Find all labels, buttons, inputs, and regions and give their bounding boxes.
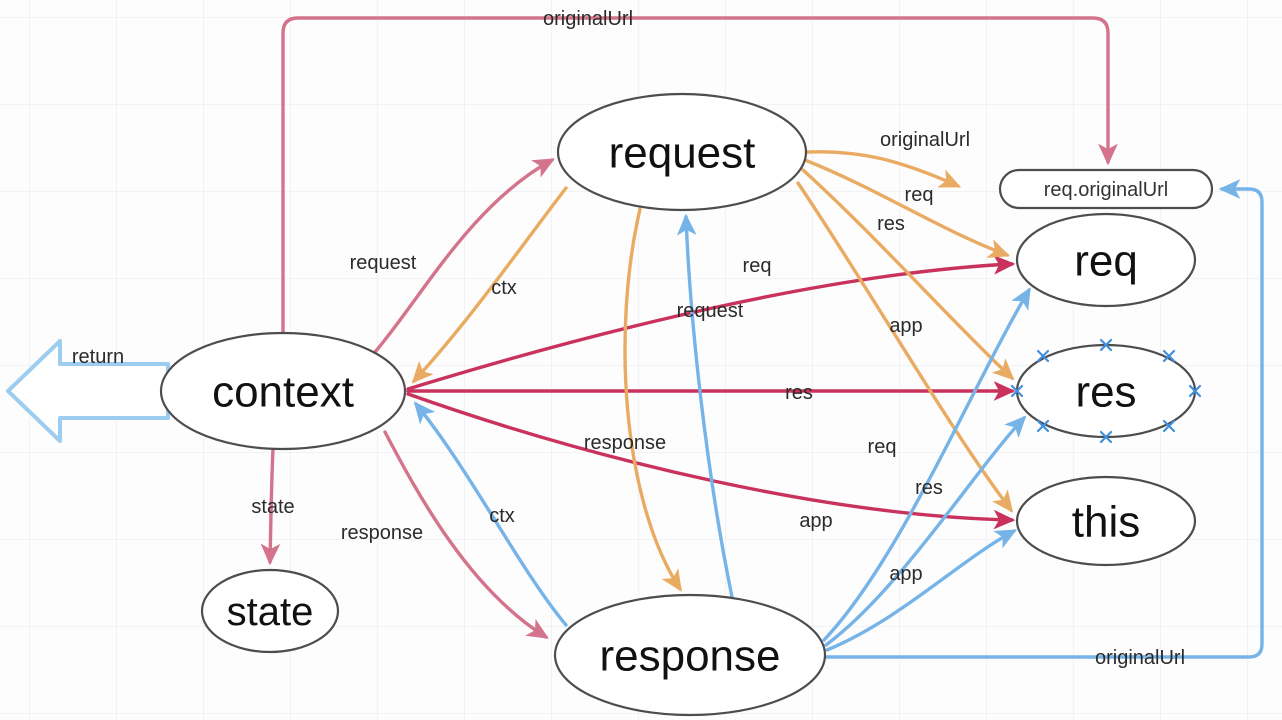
node-req-originalurl-label: req.originalUrl — [1044, 179, 1169, 201]
edge-context-req-originalurl[interactable] — [281, 16, 1118, 335]
edge-label-context-this: app — [799, 510, 832, 532]
edge-label-request-req-originalurl: originalUrl — [880, 129, 970, 151]
edge-context-response[interactable] — [383, 430, 549, 639]
node-req-originalurl-shape[interactable] — [998, 168, 1214, 210]
return-marker[interactable]: return — [6, 339, 170, 443]
selection-handle[interactable] — [1162, 349, 1176, 363]
selection-handle[interactable] — [1099, 338, 1113, 352]
edge-label-response-this: app — [889, 563, 922, 585]
edge-label-context-req: req — [743, 255, 772, 277]
node-request[interactable]: request — [556, 92, 808, 212]
edge-label-request-response: response — [584, 432, 666, 454]
edge-context-state[interactable] — [260, 447, 281, 566]
edge-label-request-res: res — [877, 213, 905, 235]
node-this-label: this — [1072, 498, 1140, 547]
selection-handle[interactable] — [1099, 430, 1113, 444]
selection-handle[interactable] — [1162, 419, 1176, 433]
edge-request-response[interactable] — [623, 207, 682, 592]
edge-label-context-response: response — [341, 522, 423, 544]
edge-label-context-res: res — [785, 382, 813, 404]
edge-response-request[interactable] — [676, 213, 734, 599]
selection-handle[interactable] — [1188, 384, 1202, 398]
edge-label-context-req-originalurl: originalUrl — [543, 8, 633, 30]
selection-handle[interactable] — [1010, 384, 1024, 398]
edge-request-this[interactable] — [796, 181, 1014, 513]
node-state-label: state — [227, 590, 314, 634]
node-state[interactable]: state — [200, 568, 340, 654]
edge-label-response-req: req — [868, 436, 897, 458]
node-state-shape[interactable] — [200, 568, 340, 654]
edge-label-response-ctx-context: ctx — [489, 505, 515, 527]
selection-handle[interactable] — [1036, 349, 1050, 363]
node-res[interactable]: res — [1010, 338, 1202, 444]
node-res-label: res — [1075, 368, 1136, 417]
node-response[interactable]: response — [553, 593, 827, 717]
node-request-label: request — [609, 129, 756, 178]
edge-response-req-originalurl[interactable] — [824, 179, 1264, 659]
selection-handle[interactable] — [1036, 419, 1050, 433]
edge-label-request-ctx-context: ctx — [491, 277, 517, 299]
edge-label-request-req: req — [905, 184, 934, 206]
edge-request-req[interactable] — [803, 158, 1011, 258]
return-label: return — [72, 346, 124, 368]
edge-layer — [260, 16, 1264, 659]
edge-request-res[interactable] — [801, 168, 1015, 381]
edge-request-ctx-context[interactable] — [411, 186, 568, 384]
return-arrow-icon[interactable] — [6, 339, 170, 443]
edge-label-context-state: state — [251, 496, 294, 518]
edge-label-layer: originalUrl request state response req r… — [251, 8, 1185, 669]
node-res-selection-handles[interactable] — [1010, 338, 1202, 444]
edge-response-req[interactable] — [822, 287, 1031, 642]
edge-response-this[interactable] — [825, 529, 1017, 652]
node-context[interactable]: context — [159, 331, 407, 451]
node-response-shape[interactable] — [553, 593, 827, 717]
node-this-shape[interactable] — [1015, 475, 1197, 567]
edge-response-res[interactable] — [824, 415, 1027, 647]
node-req-shape[interactable] — [1015, 212, 1197, 308]
node-response-label: response — [599, 632, 780, 681]
node-layer: req.originalUrl request context state re… — [159, 92, 1214, 717]
edge-request-req-originalurl[interactable] — [804, 150, 962, 188]
edge-context-req[interactable] — [406, 255, 1016, 391]
node-request-shape[interactable] — [556, 92, 808, 212]
node-req-label: req — [1074, 237, 1138, 286]
edge-label-request-this: app — [889, 315, 922, 337]
edge-response-ctx-context[interactable] — [413, 401, 568, 627]
edge-label-response-req-originalurl: originalUrl — [1095, 647, 1185, 669]
edge-label-response-request: request — [677, 300, 744, 322]
edge-label-context-request: request — [350, 252, 417, 274]
node-req[interactable]: req — [1015, 212, 1197, 308]
node-this[interactable]: this — [1015, 475, 1197, 567]
edge-label-response-res: res — [915, 477, 943, 499]
node-context-label: context — [212, 368, 354, 417]
edge-context-this[interactable] — [406, 392, 1016, 530]
node-context-shape[interactable] — [159, 331, 407, 451]
node-req-originalurl[interactable]: req.originalUrl — [998, 168, 1214, 210]
edge-context-request[interactable] — [373, 158, 555, 354]
